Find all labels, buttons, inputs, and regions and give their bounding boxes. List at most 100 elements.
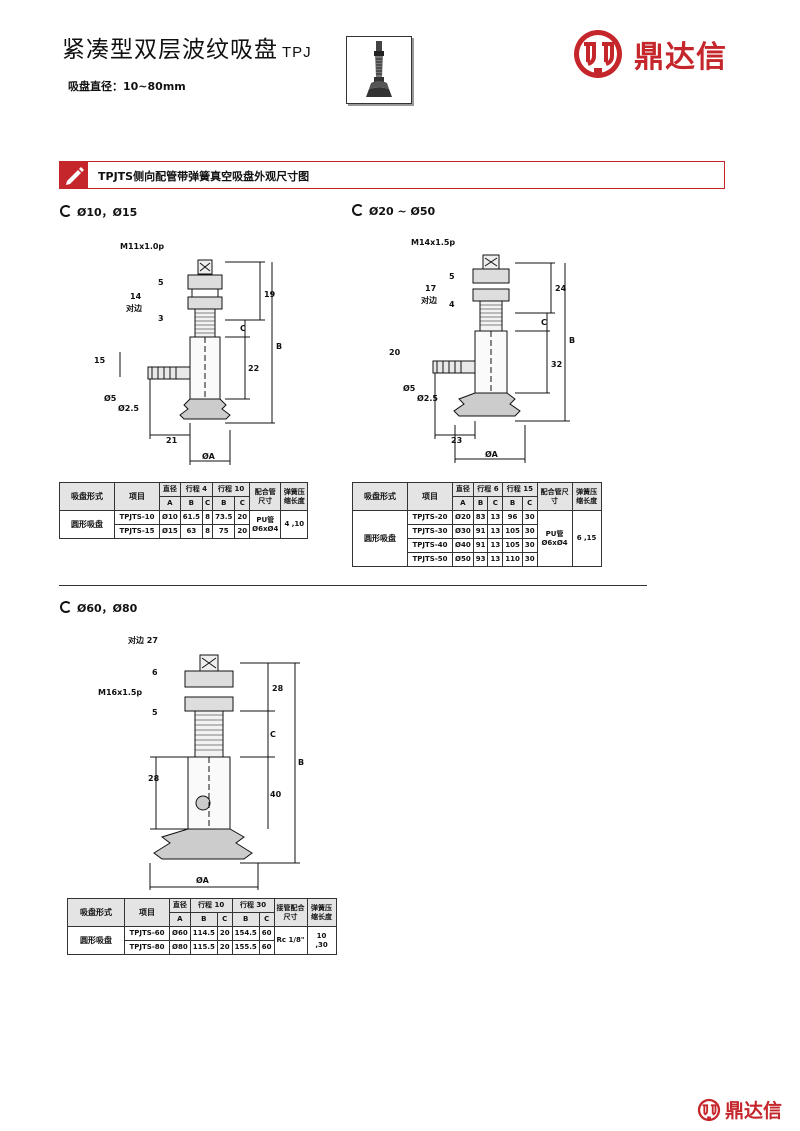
cell: 63 [179, 524, 203, 539]
table-row: 圆形吸盘 TPJTS-20 Ø20 83 13 96 30 PU管 Ø6xØ4 … [352, 510, 602, 567]
cell: TPJTS-60 [124, 926, 170, 941]
pencil-icon [60, 162, 88, 188]
cell: 154.5 [231, 926, 260, 941]
th-type: 吸盘形式 [59, 482, 115, 511]
cell: 73.5 [212, 510, 236, 525]
dim-C: C [541, 318, 547, 327]
cell: Ø30 [452, 524, 474, 539]
cell: 30 [521, 538, 538, 553]
bullet-icon [352, 204, 364, 216]
th-dia: 直径 [169, 898, 191, 913]
th-dia: 直径 [452, 482, 474, 497]
footer-logo: 鼎达信 [696, 1096, 782, 1123]
cell: 60 [258, 926, 275, 941]
th-stroke10: 行程 10 [189, 898, 233, 913]
th-item: 项目 [407, 482, 453, 511]
cell: 60 [258, 940, 275, 955]
cell: TPJTS-20 [407, 510, 453, 525]
th-type: 吸盘形式 [67, 898, 125, 927]
cell: Ø20 [452, 510, 474, 525]
cell-pipe: PU管 Ø6xØ4 [249, 510, 282, 539]
footer-brand: 鼎达信 [725, 1100, 783, 1122]
spec-table-60-80: 吸盘形式 项目 直径 行程 10 行程 30 接管配合尺寸 弹簧压缩长度 A B… [67, 898, 337, 955]
cell: TPJTS-15 [114, 524, 160, 539]
th-C: C [521, 496, 538, 511]
cell: 13 [487, 524, 504, 539]
dim-phi25: Ø2.5 [417, 393, 438, 403]
section-label-20-50: Ø20 ~ Ø50 [352, 204, 435, 218]
table-row: TPJTS-80 Ø80 115.5 20 155.5 60 [68, 940, 337, 955]
section-label-10-15: Ø10，Ø15 [60, 204, 137, 220]
dim-20: 20 [389, 348, 401, 357]
th-stroke15: 行程 15 [502, 482, 538, 497]
th-stroke4: 行程 4 [179, 482, 214, 497]
drawing-10-15: M11x1.0p 5 14 对边 3 19 C B 15 22 Ø5 Ø2.5 … [94, 242, 282, 465]
dim-40: 40 [270, 790, 282, 799]
ddx-logo-icon [574, 30, 622, 78]
cell: 61.5 [179, 510, 203, 525]
th-pipe: 配合管尺寸 [536, 482, 573, 511]
cell-type: 圆形吸盘 [352, 510, 408, 567]
cell: 20 [234, 524, 251, 539]
cell: 20 [216, 940, 233, 955]
banner-text: TPJTS侧向配管带弹簧真空吸盘外观尺寸图 [98, 170, 310, 183]
cell: 93 [472, 552, 489, 567]
dim-A: ØA [196, 875, 210, 885]
cell-type: 圆形吸盘 [67, 926, 125, 955]
dim-32: 32 [551, 360, 562, 369]
th-A: A [159, 496, 181, 511]
th-B: B [212, 496, 236, 511]
dim-14: 14 [130, 292, 142, 301]
dim-B: B [569, 336, 575, 345]
dim-5: 5 [158, 278, 164, 287]
th-C: C [487, 496, 504, 511]
brand-name: 鼎达信 [634, 40, 727, 75]
cell: Ø60 [169, 926, 191, 941]
th-pipe: 接管配合尺寸 [273, 898, 308, 927]
table-row: TPJTS-15 Ø15 63 8 75 20 [60, 524, 308, 539]
dim-phi5: Ø5 [403, 383, 416, 393]
cell: Ø50 [452, 552, 474, 567]
cell: 114.5 [189, 926, 218, 941]
cell-spring: 6 ,15 [571, 510, 602, 567]
bullet-icon [60, 601, 72, 613]
dim-6: 6 [152, 668, 158, 677]
table-row: TPJTS-50 Ø50 93 13 110 30 [353, 552, 602, 567]
dim-B: B [276, 342, 282, 351]
dim-flat: 对边 27 [128, 635, 158, 645]
th-B: B [472, 496, 489, 511]
cell: TPJTS-40 [407, 538, 453, 553]
table-row: 圆形吸盘 TPJTS-60 Ø60 114.5 20 154.5 60 Rc 1… [67, 926, 337, 955]
cell: 105 [502, 538, 523, 553]
bullet-icon [60, 205, 72, 217]
dim-A: ØA [202, 451, 216, 461]
dim-24: 24 [555, 284, 567, 293]
th-B: B [189, 912, 218, 927]
dim-B: B [298, 758, 304, 767]
dim-14-label: 对边 [126, 303, 143, 313]
cell: 83 [472, 510, 489, 525]
cell-type: 圆形吸盘 [59, 510, 115, 539]
section-label-60-80: Ø60，Ø80 [60, 600, 137, 616]
dim-3: 3 [158, 314, 164, 323]
cell: 8 [201, 524, 214, 539]
dim-5: 5 [152, 708, 158, 717]
th-stroke10: 行程 10 [212, 482, 251, 497]
cell: 20 [216, 926, 233, 941]
dim-21: 21 [166, 436, 178, 445]
th-item: 项目 [114, 482, 160, 511]
cell: 155.5 [231, 940, 260, 955]
cell: 30 [521, 510, 538, 525]
th-stroke6: 行程 6 [472, 482, 504, 497]
dim-17-label: 对边 [421, 295, 438, 305]
cell: 13 [487, 538, 504, 553]
th-dia: 直径 [159, 482, 181, 497]
spec-table-20-50: 吸盘形式 项目 直径 行程 6 行程 15 配合管尺寸 弹簧压缩长度 A B C… [352, 482, 602, 567]
cell: Ø80 [169, 940, 191, 955]
th-C: C [234, 496, 251, 511]
cell: TPJTS-30 [407, 524, 453, 539]
dim-28a: 28 [272, 684, 284, 693]
brand-logo: 鼎达信 [570, 28, 727, 80]
section-text: Ø20 ~ Ø50 [369, 205, 436, 218]
